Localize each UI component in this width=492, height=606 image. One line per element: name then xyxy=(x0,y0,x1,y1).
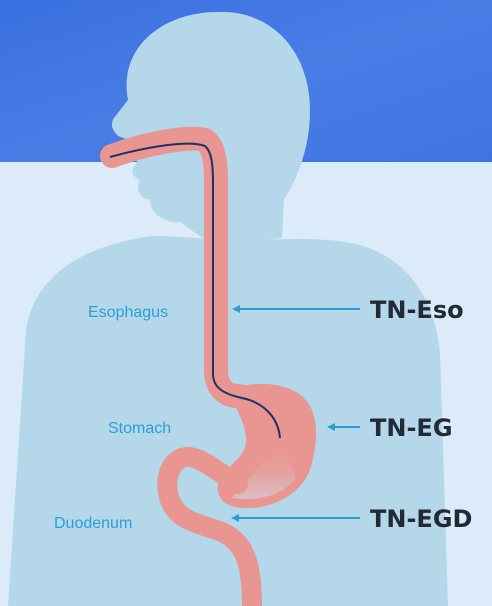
label-esophagus: Esophagus xyxy=(88,304,168,321)
device-label-eso: TN-Eso xyxy=(370,296,464,324)
device-label-egd: TN-EGD xyxy=(370,505,472,533)
label-stomach: Stomach xyxy=(108,420,171,437)
label-duodenum: Duodenum xyxy=(54,515,132,532)
device-label-eg: TN-EG xyxy=(370,414,453,442)
